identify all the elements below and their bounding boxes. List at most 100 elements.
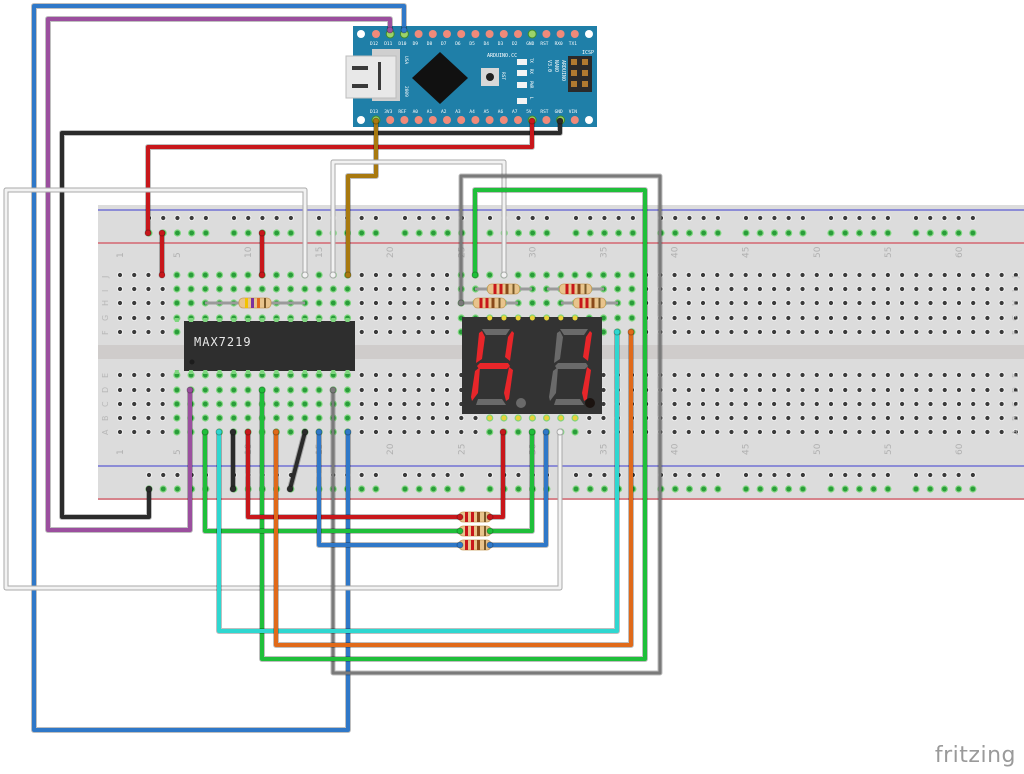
- breadboard-hole[interactable]: [785, 414, 792, 422]
- breadboard-hole[interactable]: [941, 371, 948, 379]
- breadboard-hole[interactable]: [927, 214, 934, 222]
- breadboard-hole[interactable]: [686, 471, 693, 479]
- breadboard-hole[interactable]: [899, 271, 906, 279]
- breadboard-hole[interactable]: [785, 299, 792, 307]
- breadboard-hole[interactable]: [771, 285, 778, 293]
- breadboard-hole[interactable]: [259, 214, 266, 222]
- breadboard-hole[interactable]: [429, 285, 436, 293]
- breadboard-hole[interactable]: [372, 471, 379, 479]
- breadboard-hole[interactable]: [699, 414, 707, 422]
- breadboard-hole[interactable]: [443, 371, 451, 379]
- breadboard-hole[interactable]: [343, 414, 352, 422]
- breadboard-hole[interactable]: [273, 229, 281, 237]
- wire-endpoint[interactable]: [372, 117, 380, 125]
- max7219-chip[interactable]: MAX7219: [174, 318, 355, 374]
- pin-a0[interactable]: [414, 116, 423, 124]
- breadboard-hole[interactable]: [714, 428, 721, 436]
- breadboard-hole[interactable]: [372, 328, 380, 336]
- breadboard-hole[interactable]: [856, 428, 863, 436]
- breadboard-hole[interactable]: [173, 485, 182, 493]
- breadboard-hole[interactable]: [884, 285, 891, 293]
- breadboard-hole[interactable]: [173, 299, 181, 307]
- wire-endpoint[interactable]: [486, 513, 494, 521]
- breadboard-hole[interactable]: [728, 314, 735, 322]
- breadboard-hole[interactable]: [941, 314, 948, 322]
- breadboard-hole[interactable]: [827, 214, 835, 222]
- breadboard-hole[interactable]: [315, 414, 323, 422]
- breadboard-hole[interactable]: [785, 371, 792, 379]
- breadboard-hole[interactable]: [728, 371, 735, 379]
- breadboard-hole[interactable]: [429, 414, 436, 422]
- breadboard-hole[interactable]: [514, 271, 522, 279]
- breadboard-hole[interactable]: [714, 214, 721, 222]
- breadboard-hole[interactable]: [842, 414, 849, 422]
- breadboard-hole[interactable]: [884, 428, 891, 436]
- breadboard-hole[interactable]: [771, 428, 778, 436]
- breadboard-hole[interactable]: [699, 271, 707, 279]
- breadboard-hole[interactable]: [202, 214, 209, 222]
- breadboard-hole[interactable]: [756, 371, 764, 379]
- breadboard-hole[interactable]: [458, 471, 465, 479]
- breadboard-hole[interactable]: [842, 214, 849, 222]
- breadboard-hole[interactable]: [842, 285, 849, 293]
- breadboard-hole[interactable]: [401, 314, 408, 322]
- breadboard-hole[interactable]: [159, 400, 166, 408]
- wire-endpoint[interactable]: [471, 271, 479, 279]
- breadboard-hole[interactable]: [756, 414, 764, 422]
- breadboard-hole[interactable]: [514, 229, 523, 237]
- breadboard-hole[interactable]: [927, 400, 934, 408]
- breadboard-hole[interactable]: [998, 400, 1005, 408]
- breadboard-hole[interactable]: [401, 400, 408, 408]
- breadboard-hole[interactable]: [998, 428, 1005, 436]
- breadboard-hole[interactable]: [970, 299, 977, 307]
- breadboard-hole[interactable]: [842, 328, 849, 336]
- breadboard-hole[interactable]: [955, 471, 962, 479]
- breadboard-hole[interactable]: [416, 214, 423, 222]
- breadboard-hole[interactable]: [970, 314, 977, 322]
- breadboard-hole[interactable]: [756, 386, 764, 394]
- breadboard-hole[interactable]: [116, 271, 124, 279]
- breadboard-hole[interactable]: [443, 428, 451, 436]
- breadboard-hole[interactable]: [116, 314, 124, 322]
- breadboard-hole[interactable]: [842, 428, 849, 436]
- pin-vin[interactable]: [570, 116, 579, 124]
- breadboard-hole[interactable]: [1012, 386, 1019, 394]
- breadboard-hole[interactable]: [827, 285, 835, 293]
- breadboard-hole[interactable]: [785, 285, 792, 293]
- breadboard-hole[interactable]: [429, 271, 436, 279]
- breadboard-hole[interactable]: [529, 229, 537, 237]
- breadboard-hole[interactable]: [856, 414, 863, 422]
- breadboard-hole[interactable]: [515, 471, 522, 479]
- breadboard-hole[interactable]: [188, 214, 195, 222]
- pin-d2[interactable]: [514, 30, 522, 38]
- wire-endpoint[interactable]: [315, 428, 323, 436]
- breadboard-hole[interactable]: [1012, 299, 1019, 307]
- breadboard-hole[interactable]: [984, 299, 991, 307]
- breadboard-hole[interactable]: [572, 229, 580, 237]
- wire-red-rail-2[interactable]: [258, 229, 266, 279]
- breadboard-hole[interactable]: [387, 314, 394, 322]
- breadboard-hole[interactable]: [742, 214, 750, 222]
- breadboard-hole[interactable]: [742, 299, 749, 307]
- wire-gray-display[interactable]: [329, 173, 663, 676]
- breadboard-hole[interactable]: [955, 428, 963, 436]
- breadboard-hole[interactable]: [387, 414, 394, 422]
- breadboard-hole[interactable]: [785, 471, 792, 479]
- breadboard-hole[interactable]: [429, 371, 436, 379]
- resistor-seg-4[interactable]: [561, 297, 618, 309]
- breadboard-hole[interactable]: [984, 414, 991, 422]
- breadboard-hole[interactable]: [372, 299, 380, 307]
- wire-endpoint[interactable]: [258, 386, 266, 394]
- breadboard-hole[interactable]: [884, 271, 891, 279]
- breadboard-hole[interactable]: [443, 299, 451, 307]
- wire-endpoint[interactable]: [613, 328, 621, 336]
- wire-endpoint[interactable]: [457, 299, 465, 307]
- breadboard-hole[interactable]: [358, 414, 365, 422]
- wire-endpoint[interactable]: [456, 527, 464, 535]
- breadboard-hole[interactable]: [401, 485, 409, 493]
- breadboard-hole[interactable]: [443, 285, 451, 293]
- breadboard-hole[interactable]: [870, 285, 877, 293]
- breadboard-hole[interactable]: [969, 471, 976, 479]
- breadboard-hole[interactable]: [415, 386, 422, 394]
- breadboard-hole[interactable]: [984, 371, 991, 379]
